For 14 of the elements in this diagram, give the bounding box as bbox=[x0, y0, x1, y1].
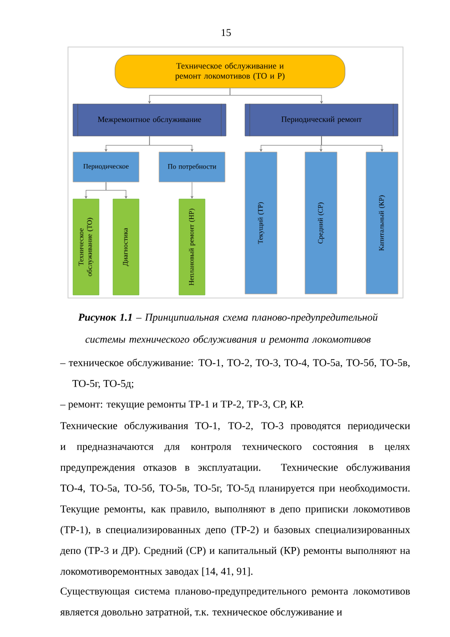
figure-caption: Рисунок 1.1 – Принципиальная схема планово-предупредительной системы технического обслуживания и ремонта локомотивов bbox=[78, 313, 378, 345]
arrow bbox=[106, 182, 128, 198]
rounded-box: Техническое обслуживание и ремонт локомотивов (ТО и Р) bbox=[114, 54, 346, 88]
arrow bbox=[230, 88, 323, 104]
arrow bbox=[321, 136, 384, 152]
paragraph: Технические обслуживания ТО-1, ТО-2, ТО-3 проводятся периодически и предназначаются для контроля технического состояния в целях предупреждения отказов в эксплуатации. Технические обслуживания ТО-4, ТО-5а, ТО-5б, ТО-5в, ТО-5г, ТО-5д планируется при необходимости. Текущие ремонты, как правило, выполняют в депо приписки локомотивов (ТР-1), в специализированных депо (ТР-2) и базовых специализированных депо (ТР-3 и ДР). Средний (СР) и капитальный (КР) ремонты выполняют на локомотиворемонтных заводах [14, 41, 91]. bbox=[60, 422, 410, 577]
arrow bbox=[149, 136, 194, 152]
list-item: – ремонт: текущие ремонты ТР-1 и ТР-2, ТР-3, СР, КР. bbox=[60, 400, 304, 410]
paragraph: Существующая система планово-предупредительного ремонта локомотивов является довольно затратной, т.к. техническое обслуживание и bbox=[60, 588, 410, 618]
arrow bbox=[190, 182, 194, 198]
process-box: Периодический ремонт bbox=[244, 104, 398, 136]
process-box: Межремонтное обслуживание bbox=[72, 104, 226, 136]
page-number: 15 bbox=[222, 29, 231, 36]
list-item: – техническое обслуживание: ТО-1, ТО-2, ТО-3, ТО-4, ТО-5а, ТО-5б, ТО-5в, ТО-5г, ТО-5д; bbox=[60, 358, 410, 389]
